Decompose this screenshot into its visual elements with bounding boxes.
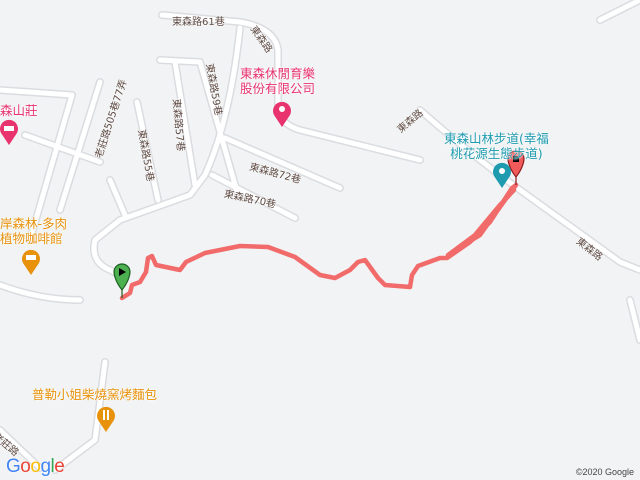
road-label: 東森路61巷 xyxy=(172,17,225,28)
hotel-pin-icon[interactable] xyxy=(0,119,18,145)
poi-label[interactable]: 森山莊 xyxy=(0,103,38,118)
poi-line: 桃花源生態步道) xyxy=(450,146,543,161)
leisure-pin-icon[interactable] xyxy=(273,101,292,127)
poi-line: 植物咖啡館 xyxy=(0,231,63,246)
poi-line: 東森山林步道(幸福 xyxy=(444,131,549,146)
copyright: ©2020 Google xyxy=(575,467,634,477)
poi-line: 岸森林-多肉 xyxy=(0,216,68,231)
gps-track xyxy=(119,182,519,301)
google-logo[interactable]: Google xyxy=(6,456,65,477)
restaurant-pin-icon[interactable] xyxy=(97,406,116,432)
poi-label[interactable]: 東森休閒育樂股份有限公司 xyxy=(240,66,315,96)
end-marker[interactable] xyxy=(507,150,525,185)
poi-label[interactable]: 岸森林-多肉植物咖啡館 xyxy=(0,216,67,246)
poi-label[interactable]: 普勒小姐柴燒窯烤麵包 xyxy=(32,387,158,402)
start-marker[interactable] xyxy=(113,263,131,298)
poi-line: 股份有限公司 xyxy=(240,81,316,96)
poi-line: 東森休閒育樂 xyxy=(240,66,316,81)
camera-pin-icon[interactable] xyxy=(493,162,511,188)
cafe-pin-icon[interactable] xyxy=(22,249,40,275)
poi-label[interactable]: 東森山林步道(幸福桃花源生態步道) xyxy=(444,131,549,161)
